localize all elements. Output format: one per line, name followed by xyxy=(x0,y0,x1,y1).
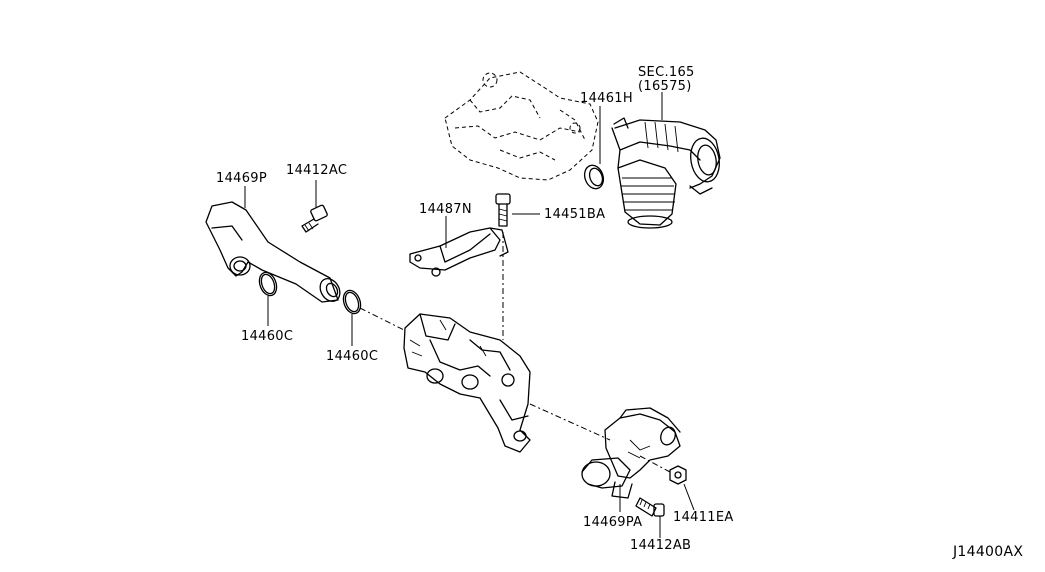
leader-14411ea xyxy=(683,483,695,511)
alignment-line-nut xyxy=(639,455,671,473)
gasket-14460c-left xyxy=(258,271,278,297)
label-14460c-left[interactable]: 14460C xyxy=(241,329,294,344)
label-sec165[interactable]: SEC.165 xyxy=(638,65,695,80)
gasket-14460c-right-inner xyxy=(344,291,360,313)
label-14412ab[interactable]: 14412AB xyxy=(630,538,692,553)
diagram-id: J14400AX xyxy=(953,544,1024,560)
gasket-14460c-left-inner xyxy=(260,273,276,295)
alignment-line-valve xyxy=(529,403,611,441)
nut-14411ea xyxy=(669,465,687,485)
tube-14469p xyxy=(205,201,341,303)
label-14461h[interactable]: 14461H xyxy=(580,91,633,106)
label-14460c-right[interactable]: 14460C xyxy=(326,349,379,364)
egr-assembly xyxy=(403,313,531,453)
bolt-14412ac xyxy=(301,204,328,233)
engine-block-ghost xyxy=(444,71,599,181)
air-duct xyxy=(611,117,721,229)
alignment-line-gasket xyxy=(359,307,405,331)
label-14469pa[interactable]: 14469PA xyxy=(583,515,643,530)
valve-14469pa xyxy=(581,407,681,499)
label-14412ac[interactable]: 14412AC xyxy=(286,163,348,178)
bolt-14451ba xyxy=(495,193,511,227)
bracket-14487n xyxy=(409,227,509,277)
gasket-14460c-right xyxy=(342,289,362,315)
label-sec165-sub[interactable]: (16575) xyxy=(638,79,692,94)
clamp-ring-14461h xyxy=(583,164,605,190)
label-14487n[interactable]: 14487N xyxy=(419,202,472,217)
bolt-14412ab xyxy=(635,497,665,517)
label-14469p[interactable]: 14469P xyxy=(216,171,267,186)
label-14411ea[interactable]: 14411EA xyxy=(673,510,734,525)
label-14451ba[interactable]: 14451BA xyxy=(544,207,606,222)
